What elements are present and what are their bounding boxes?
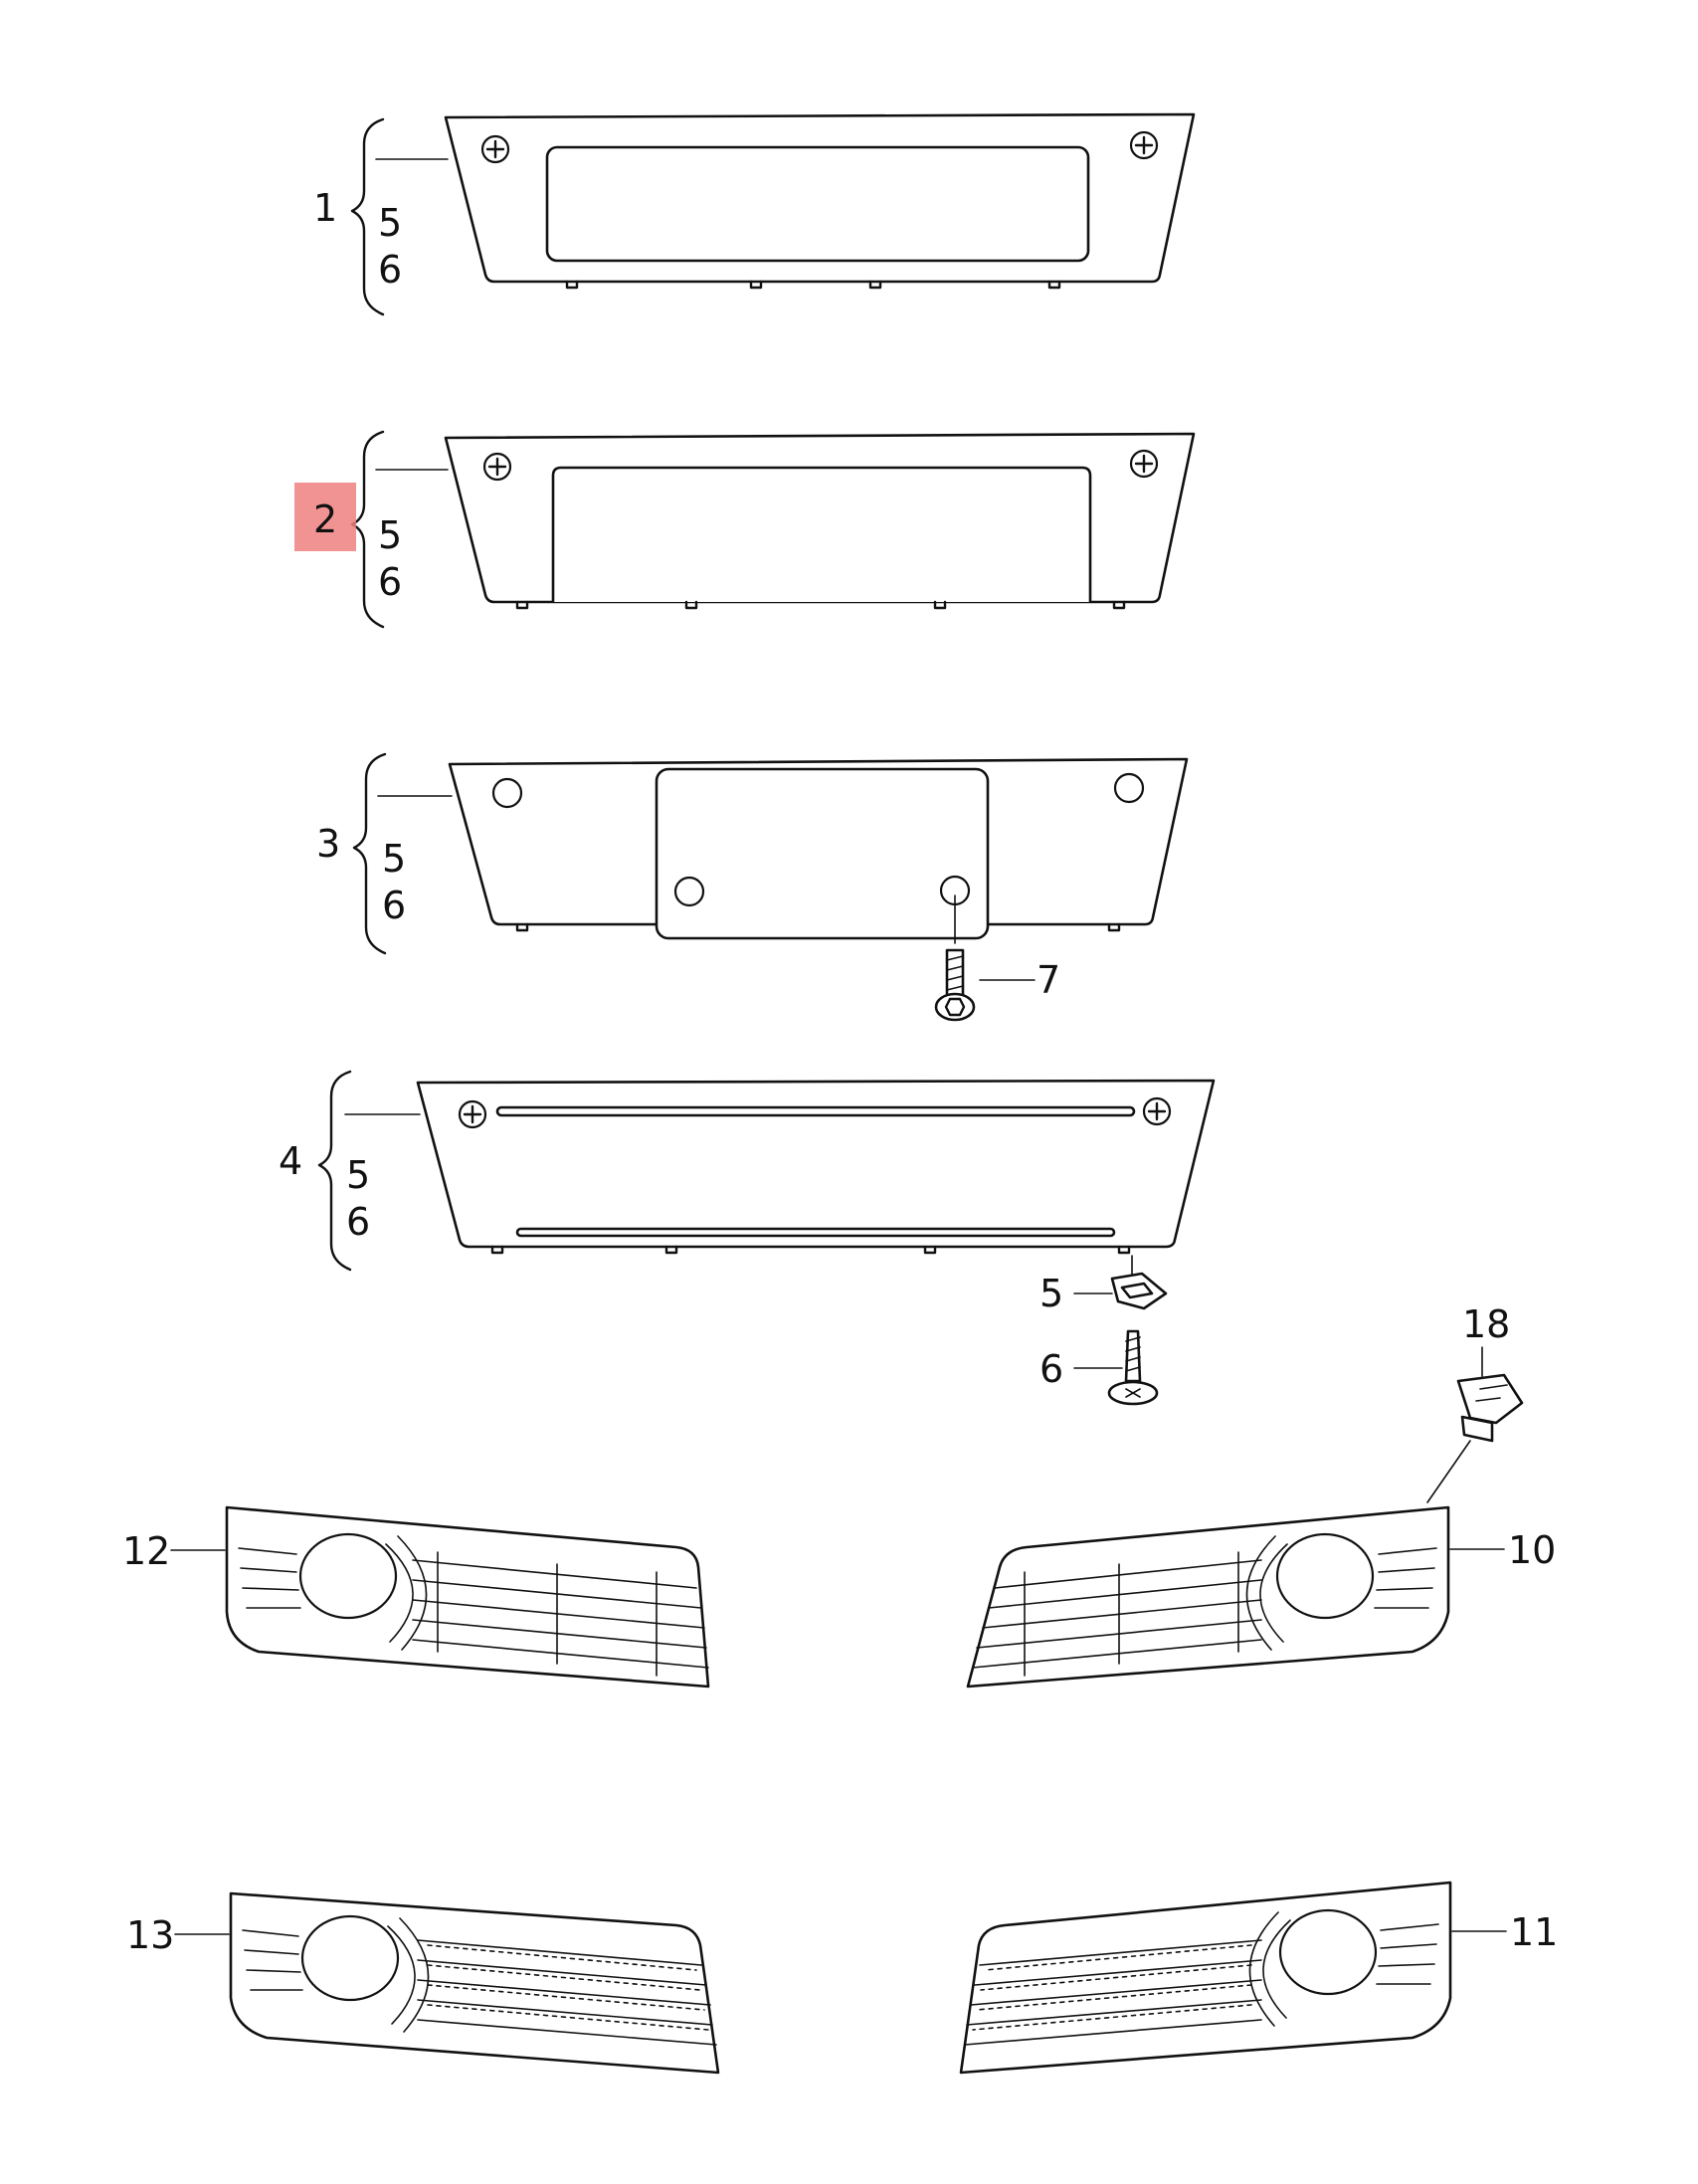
clip-nut-5-icon xyxy=(1073,1255,1168,1310)
callout-6[interactable]: 6 xyxy=(378,248,402,292)
callout-bracket-1 xyxy=(350,117,385,316)
callout-2[interactable]: 2 xyxy=(313,497,337,541)
callout-bracket-3 xyxy=(352,752,387,955)
callout-5[interactable]: 5 xyxy=(346,1153,370,1197)
mounting-hole xyxy=(1113,772,1145,804)
callout-12[interactable]: 12 xyxy=(122,1529,170,1573)
callout-11[interactable]: 11 xyxy=(1510,1910,1558,1954)
callout-18[interactable]: 18 xyxy=(1462,1302,1510,1346)
mounting-hole xyxy=(491,777,523,809)
screw-icon xyxy=(480,134,510,164)
part-12-left-fog-grille xyxy=(225,1505,710,1688)
part-1-license-plate-bracket xyxy=(375,112,1196,290)
callout-5[interactable]: 5 xyxy=(378,513,402,557)
part-13-left-fog-grille xyxy=(229,1891,720,2075)
part-10-right-fog-grille xyxy=(966,1505,1450,1688)
callout-2-highlight xyxy=(294,483,356,551)
part-3-license-plate-bracket xyxy=(377,757,1189,940)
callout-5[interactable]: 5 xyxy=(1039,1272,1063,1315)
bolt-7-icon xyxy=(934,894,1036,1022)
callout-7[interactable]: 7 xyxy=(1037,958,1060,1002)
part-4-license-plate-bracket xyxy=(344,1079,1216,1255)
callout-6[interactable]: 6 xyxy=(1039,1347,1063,1391)
part-2-license-plate-bracket xyxy=(375,432,1196,610)
screw-icon xyxy=(482,452,512,482)
callout-1[interactable]: 1 xyxy=(313,186,337,230)
callout-4[interactable]: 4 xyxy=(279,1139,302,1183)
screw-icon xyxy=(1129,449,1159,479)
screw-icon xyxy=(458,1099,487,1129)
callout-5[interactable]: 5 xyxy=(382,837,406,881)
screw-6-icon xyxy=(1073,1329,1159,1406)
callout-3[interactable]: 3 xyxy=(316,822,340,866)
callout-6[interactable]: 6 xyxy=(378,560,402,604)
callout-6[interactable]: 6 xyxy=(382,884,406,927)
screw-icon xyxy=(1142,1096,1172,1126)
callout-10[interactable]: 10 xyxy=(1508,1528,1556,1572)
mounting-hole xyxy=(673,876,705,907)
screw-icon xyxy=(1129,130,1159,160)
part-11-right-fog-grille xyxy=(959,1881,1452,2075)
callout-13[interactable]: 13 xyxy=(126,1913,174,1957)
clip-18-icon xyxy=(1426,1346,1524,1503)
callout-6[interactable]: 6 xyxy=(346,1200,370,1244)
callout-5[interactable]: 5 xyxy=(378,201,402,245)
callout-bracket-4 xyxy=(317,1070,352,1272)
